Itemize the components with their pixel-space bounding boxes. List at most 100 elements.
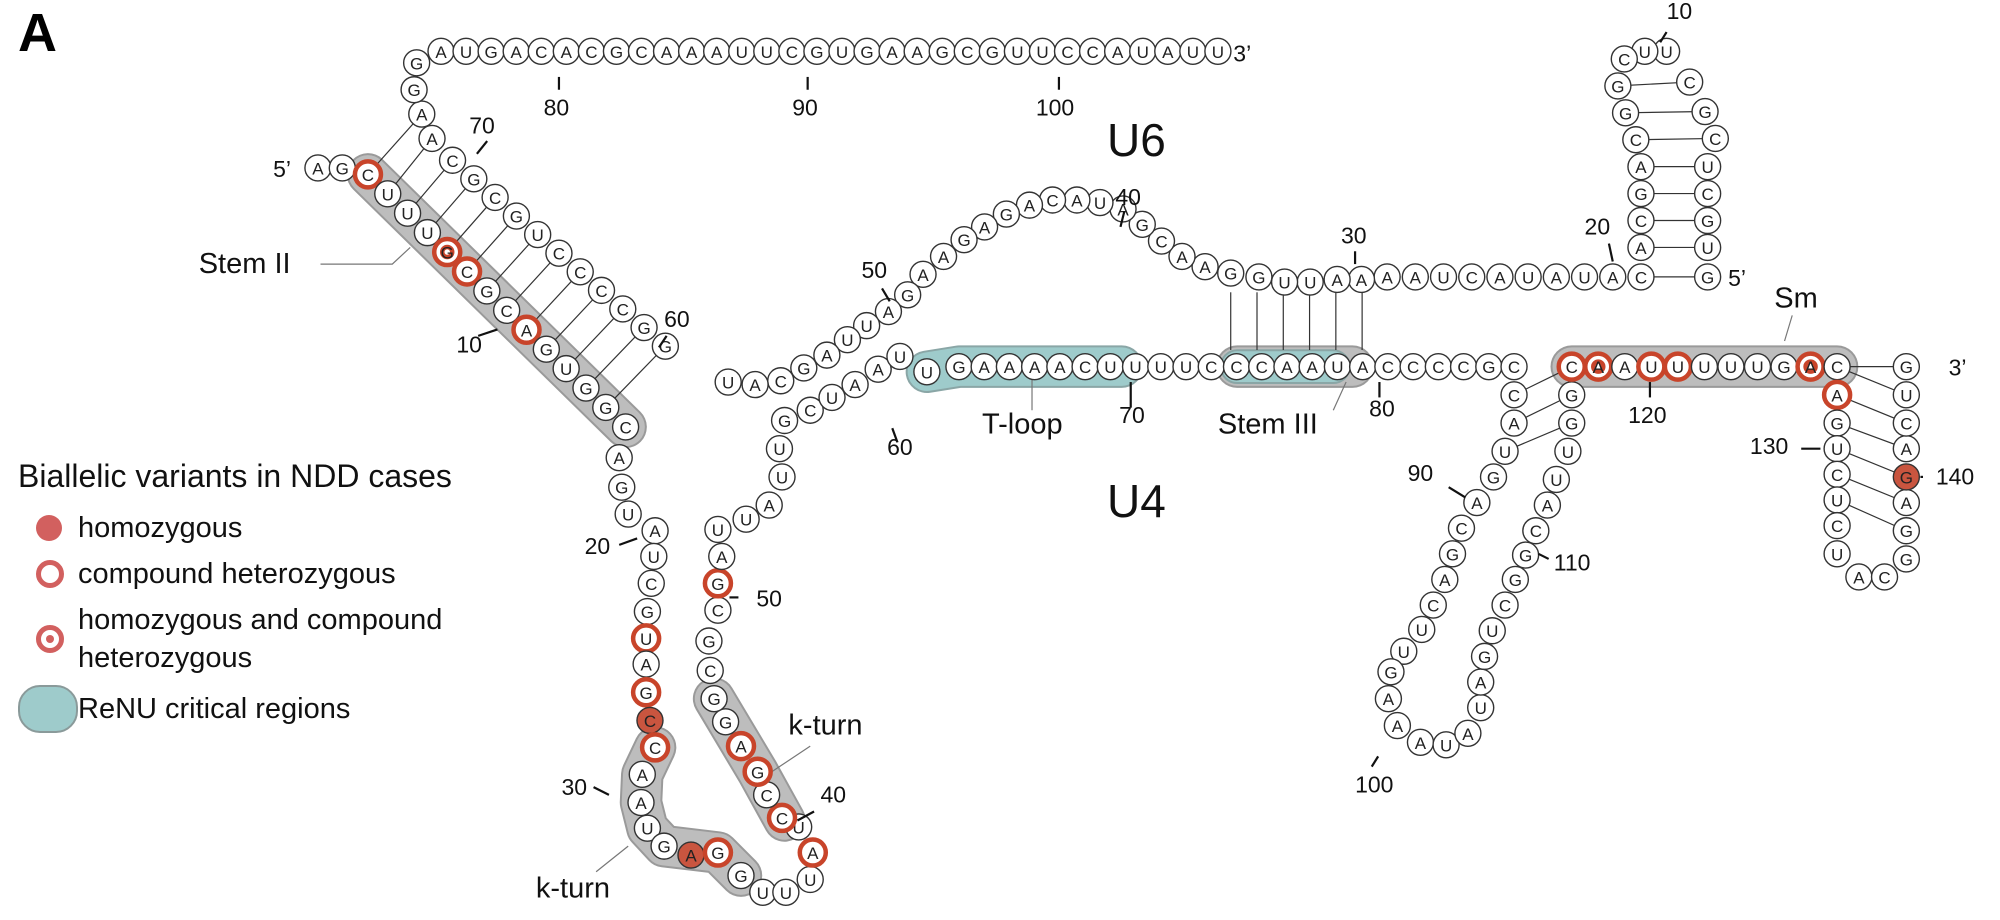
u4-nucleotide-93: G	[1438, 540, 1467, 568]
u6-nucleotide-17: C	[1627, 206, 1655, 235]
svg-text:U: U	[894, 348, 906, 367]
u4-nucleotide-90: G	[1479, 463, 1508, 491]
u4-nucleotide-21: U	[640, 542, 668, 571]
svg-text:G: G	[510, 208, 523, 227]
svg-text:G: G	[1900, 468, 1913, 487]
u4-nucleotide-78: A	[1298, 352, 1326, 381]
svg-text:U: U	[1562, 443, 1574, 462]
u4-position-110: 110	[1554, 549, 1591, 575]
svg-text:A: A	[1112, 43, 1124, 62]
u4-nucleotide-72: U	[1147, 352, 1175, 381]
u4-nucleotide-142: C	[1892, 409, 1921, 437]
svg-text:A: A	[426, 130, 438, 149]
svg-text:C: C	[1382, 358, 1394, 377]
svg-text:U: U	[1212, 43, 1224, 62]
legend-item-compound-heterozygous: compound heterozygous	[18, 555, 558, 593]
svg-text:C: C	[1205, 358, 1217, 377]
u4-nucleotide-137: G	[1892, 545, 1921, 573]
svg-text:C: C	[1046, 191, 1058, 210]
svg-text:A: A	[1199, 258, 1211, 277]
u6-nucleotide-101: U	[1129, 37, 1157, 65]
legend-title: Biallelic variants in NDD cases	[18, 458, 452, 494]
u4-nucleotide-94: A	[1431, 565, 1459, 594]
u4-nucleotide-11: A	[511, 314, 542, 346]
u4-nucleotide-70: U	[1096, 352, 1125, 381]
u4-nucleotide-63: U	[913, 358, 941, 386]
svg-text:G: G	[1701, 268, 1714, 287]
u6-nucleotide-64: U	[523, 220, 552, 249]
svg-text:C: C	[585, 43, 597, 62]
u4-nucleotide-87: C	[1500, 381, 1528, 409]
u6-nucleotide-4: C	[1693, 179, 1722, 208]
svg-text:C: C	[1630, 131, 1642, 150]
u6-nucleotide-97: U	[1028, 37, 1057, 65]
u6-position-80: 80	[544, 94, 570, 120]
u4-nucleotide-8: C	[451, 256, 483, 287]
u6-nucleotide-42: C	[1038, 186, 1067, 214]
svg-text:A: A	[1004, 358, 1016, 377]
u4-nucleotide-66: A	[995, 352, 1024, 381]
u4-nucleotide-10: C	[492, 296, 521, 325]
u4-nucleotide-28: C	[639, 732, 671, 763]
legend-label-line1: homozygous and compound	[78, 604, 443, 636]
svg-text:U: U	[1639, 43, 1651, 62]
t-loop-label: T-loop	[982, 408, 1063, 440]
svg-text:G: G	[901, 286, 914, 305]
svg-text:A: A	[764, 497, 776, 516]
u4-nucleotide-67: A	[1020, 352, 1049, 381]
u6-nucleotide-14: C	[1622, 126, 1650, 154]
u6-nucleotide-82: A	[652, 37, 681, 65]
svg-text:U: U	[1129, 358, 1141, 377]
u4-tick-60	[891, 427, 899, 443]
svg-text:A: A	[1415, 734, 1427, 753]
svg-text:A: A	[716, 548, 728, 567]
u4-nucleotide-130: U	[1823, 435, 1851, 463]
u4-nucleotide-73: U	[1172, 352, 1200, 381]
u6-nucleotide-1: G	[1693, 263, 1722, 291]
svg-text:C: C	[649, 739, 661, 758]
u4-nucleotide-22: C	[637, 569, 665, 598]
svg-text:G: G	[1777, 358, 1790, 377]
svg-text:A: A	[1475, 674, 1487, 693]
u4-tick-110	[1537, 552, 1550, 560]
svg-text:G: G	[1611, 77, 1624, 96]
u4-nucleotide-74: C	[1197, 352, 1225, 381]
svg-text:U: U	[761, 43, 773, 62]
svg-text:C: C	[1407, 358, 1419, 377]
svg-text:A: A	[521, 321, 533, 340]
u6-nucleotide-43: A	[1015, 191, 1044, 219]
u4-nucleotide-27: C	[636, 706, 664, 735]
u4-nucleotide-68: A	[1046, 352, 1074, 381]
svg-text:U: U	[1725, 358, 1737, 377]
svg-text:U: U	[560, 360, 572, 379]
svg-text:C: C	[1155, 233, 1167, 252]
u6-nucleotide-30: A	[1323, 265, 1351, 294]
u4-position-60: 60	[887, 434, 913, 460]
svg-text:G: G	[1482, 358, 1495, 377]
u6-nucleotide-21: U	[1570, 263, 1599, 291]
svg-text:A: A	[1471, 494, 1483, 513]
svg-text:U: U	[532, 226, 544, 245]
u6-nucleotide-19: C	[1627, 263, 1655, 291]
svg-text:A: A	[1356, 271, 1368, 290]
svg-text:A: A	[807, 844, 819, 863]
svg-text:C: C	[461, 263, 473, 282]
u4-nucleotide-115: G	[1558, 409, 1586, 437]
u4-nucleotide-20: A	[641, 517, 669, 545]
svg-text:U: U	[1578, 268, 1590, 287]
u6-nucleotide-24: A	[1486, 263, 1514, 291]
u4-nucleotide-30: A	[627, 788, 655, 817]
u6-nucleotide-23: U	[1514, 263, 1542, 291]
u4-position-40: 40	[820, 782, 846, 808]
u4-nucleotide-133: C	[1823, 511, 1851, 540]
svg-text:U: U	[736, 43, 748, 62]
svg-text:C: C	[1530, 522, 1542, 541]
svg-text:A: A	[435, 43, 447, 62]
u4-nucleotide-81: C	[1374, 352, 1402, 381]
svg-text:G: G	[1619, 104, 1632, 123]
u4-nucleotide-65: A	[970, 352, 998, 381]
u4-nucleotide-96: U	[1408, 615, 1436, 644]
u6-nucleotide-25: C	[1458, 263, 1486, 291]
k-turn-lower-leader	[595, 845, 629, 873]
